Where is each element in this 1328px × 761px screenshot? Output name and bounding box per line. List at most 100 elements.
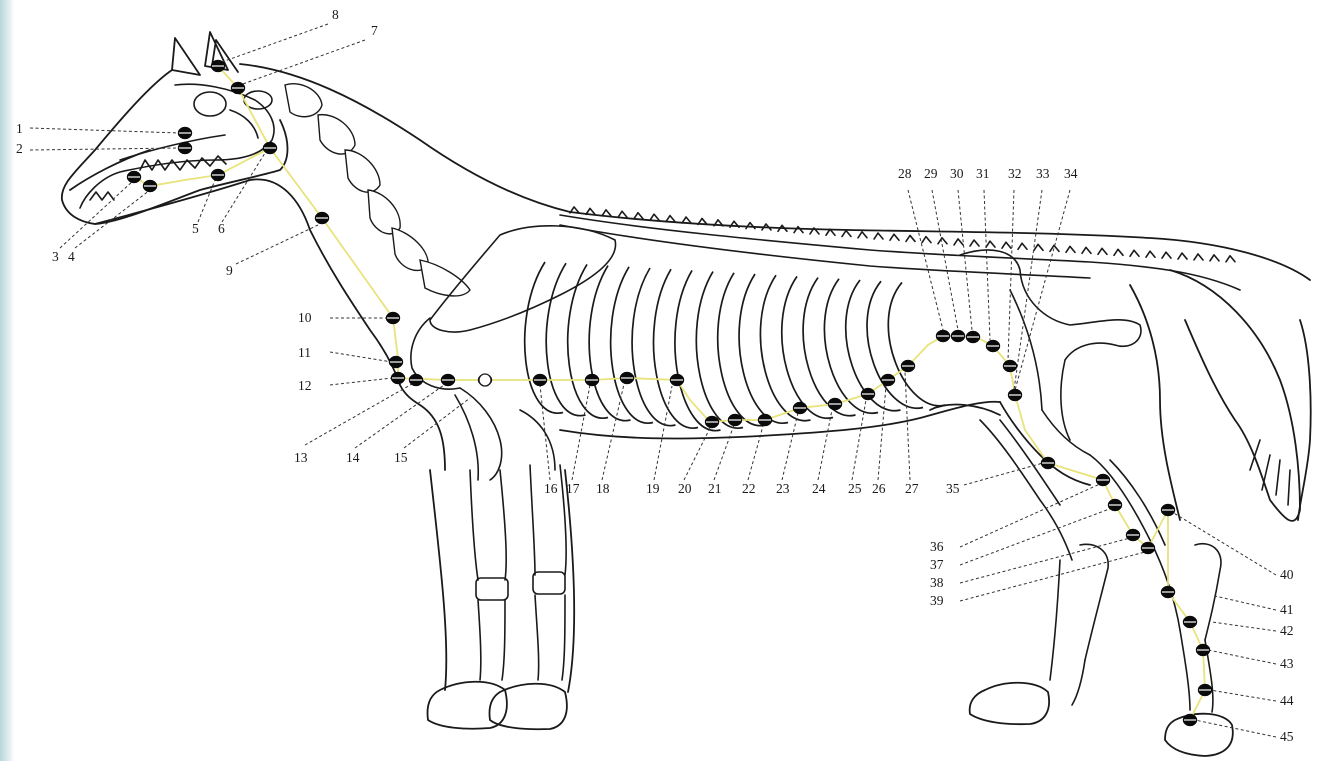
leader-line	[964, 463, 1043, 485]
label-1: 1	[16, 121, 23, 136]
vertebra	[634, 213, 643, 219]
vertebra	[858, 232, 867, 238]
label-38: 38	[930, 575, 944, 590]
vertebra	[1114, 249, 1123, 255]
label-37: 37	[930, 557, 944, 572]
label-34: 34	[1064, 166, 1078, 181]
leader-line	[1015, 190, 1070, 390]
vertebra	[1098, 248, 1107, 254]
vertebra	[1034, 244, 1043, 250]
vertebra	[666, 216, 675, 222]
leader-line	[960, 552, 1145, 601]
leader-line	[222, 24, 328, 62]
leader-line	[30, 128, 180, 133]
vertebra	[1050, 245, 1059, 251]
cervical-vertebrae	[285, 84, 470, 296]
vertebra	[842, 231, 851, 237]
leader-line	[960, 508, 1112, 565]
leader-line	[960, 484, 1100, 547]
label-17: 17	[566, 481, 580, 496]
meridian-line	[134, 66, 1205, 720]
leader-line	[960, 538, 1130, 583]
label-44: 44	[1280, 693, 1294, 708]
label-2: 2	[16, 141, 23, 156]
label-8: 8	[332, 7, 339, 22]
leader-line	[1008, 190, 1014, 360]
label-5: 5	[192, 221, 199, 236]
label-13: 13	[294, 450, 308, 465]
leader-line	[932, 190, 958, 330]
label-32: 32	[1008, 166, 1022, 181]
vertebra	[1018, 243, 1027, 249]
rib	[525, 262, 563, 413]
label-3: 3	[52, 249, 59, 264]
label-42: 42	[1280, 623, 1294, 638]
rib	[760, 275, 810, 420]
label-10: 10	[298, 310, 312, 325]
leader-line	[714, 425, 734, 480]
vertebra	[954, 239, 963, 245]
vertebra	[1178, 253, 1187, 259]
label-24: 24	[812, 481, 826, 496]
label-31: 31	[976, 166, 990, 181]
leader-line	[1208, 650, 1276, 664]
label-40: 40	[1280, 567, 1294, 582]
label-18: 18	[596, 481, 610, 496]
label-9: 9	[226, 263, 233, 278]
rib	[696, 272, 743, 429]
forelimb-skeleton	[411, 226, 616, 729]
vertebra	[970, 240, 979, 246]
leader-line	[1172, 512, 1276, 575]
vertebra	[938, 238, 947, 244]
leader-line	[330, 378, 392, 385]
label-12: 12	[298, 378, 312, 393]
leader-line	[1215, 596, 1276, 610]
vertebra	[906, 235, 915, 241]
label-29: 29	[924, 166, 938, 181]
rib-cage	[525, 262, 946, 431]
leader-line	[878, 386, 886, 480]
label-11: 11	[298, 345, 311, 360]
label-36: 36	[930, 539, 944, 554]
vertebra	[1194, 254, 1203, 260]
vertebra	[1226, 256, 1235, 262]
leader-line	[958, 190, 972, 330]
vertebra	[650, 214, 659, 220]
label-27: 27	[905, 481, 919, 496]
label-26: 26	[872, 481, 886, 496]
vertebra	[1066, 246, 1075, 252]
label-21: 21	[708, 481, 722, 496]
leader-line	[908, 190, 943, 330]
vertebra	[1002, 242, 1011, 248]
horse-body-outline	[62, 32, 1311, 521]
label-19: 19	[646, 481, 660, 496]
vertebra	[1082, 247, 1091, 253]
label-28: 28	[898, 166, 912, 181]
label-45: 45	[1280, 729, 1294, 744]
label-22: 22	[742, 481, 756, 496]
label-14: 14	[346, 450, 360, 465]
label-30: 30	[950, 166, 964, 181]
vertebra	[602, 210, 611, 216]
point-labels: 1 2 3 4 5 6 7 8 9 10 11 12 13 14 15 16 1…	[16, 7, 1294, 744]
label-35: 35	[946, 481, 960, 496]
label-25: 25	[848, 481, 862, 496]
label-39: 39	[930, 593, 944, 608]
vertebra	[922, 237, 931, 243]
leader-line	[236, 225, 318, 264]
acupoint-marker-hollow	[479, 374, 491, 386]
label-6: 6	[218, 221, 225, 236]
rib	[739, 274, 788, 423]
label-15: 15	[394, 450, 408, 465]
leader-line	[1212, 622, 1276, 631]
acupoint-markers	[127, 60, 1212, 726]
leader-line	[1195, 720, 1276, 737]
label-7: 7	[371, 23, 378, 38]
leader-line	[355, 385, 444, 448]
vertebra	[618, 211, 627, 217]
rib	[718, 273, 766, 426]
label-4: 4	[68, 249, 75, 264]
leader-line	[305, 384, 412, 445]
label-16: 16	[544, 481, 558, 496]
leader-line	[684, 428, 710, 480]
